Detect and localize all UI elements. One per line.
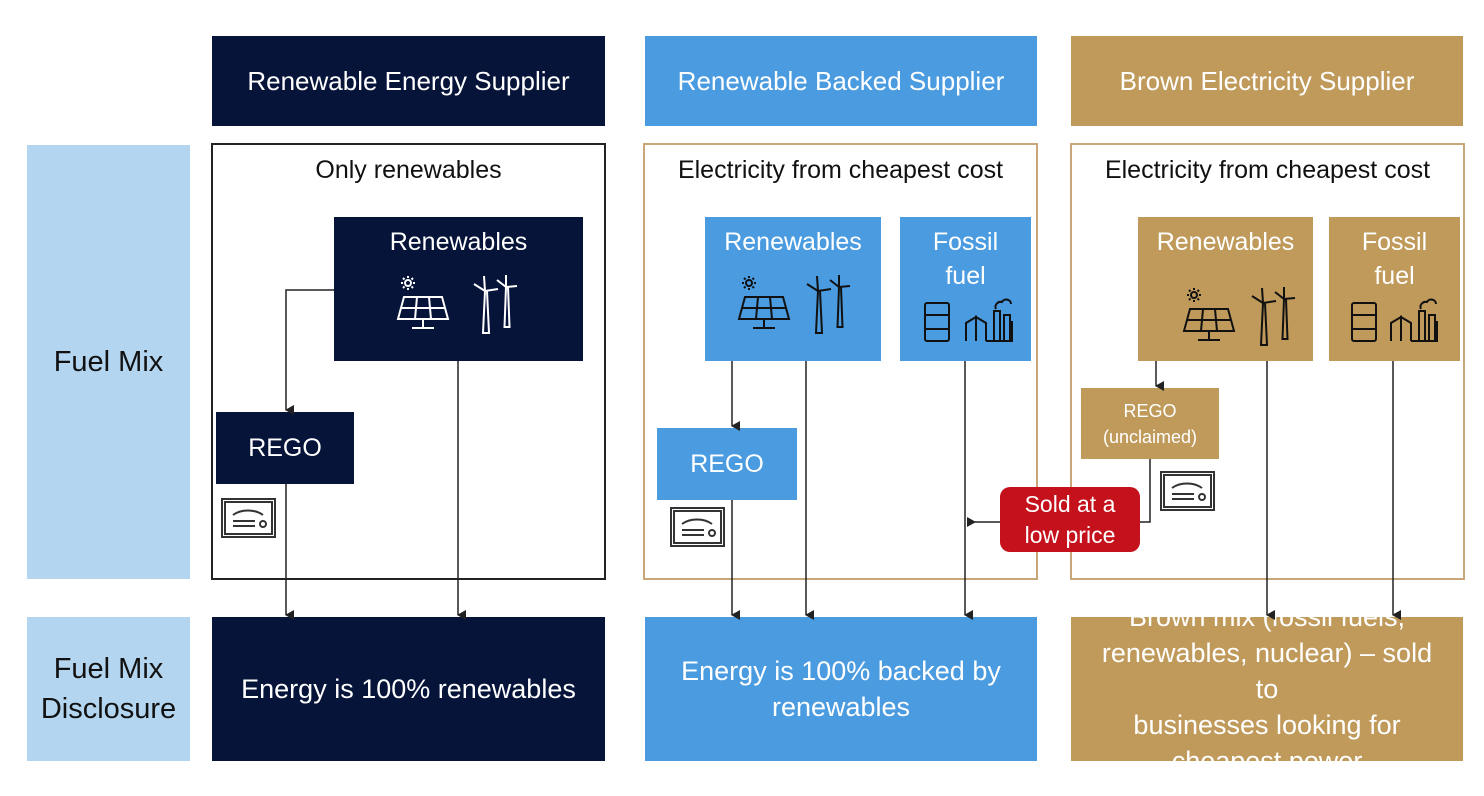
disclosure-line: businesses looking for xyxy=(1133,710,1401,740)
disclosure-box-col3: Brown mix (fossil fuels, renewables, nuc… xyxy=(1071,602,1463,776)
disclosure-line: Energy is 100% backed by xyxy=(681,656,1001,686)
header-brown-electricity-supplier: Brown Electricity Supplier xyxy=(1071,36,1463,126)
rego-label-line: (unclaimed) xyxy=(1102,426,1198,447)
solar-panel-icon xyxy=(1182,288,1236,341)
header-label: Brown Electricity Supplier xyxy=(1119,65,1415,96)
fuel-mix-frame-col1 xyxy=(211,143,606,580)
fossil-fuel-label: Fossil fuel xyxy=(900,225,1031,293)
renewables-label: Renewables xyxy=(389,228,528,256)
wind-turbine-icon xyxy=(806,275,851,334)
fossil-fuel-label-line: fuel xyxy=(1374,262,1415,290)
solar-panel-icon xyxy=(737,276,791,329)
certificate-icon xyxy=(1160,471,1215,511)
disclosure-line: renewables, nuclear) – sold to xyxy=(1101,638,1433,704)
certificate-icon xyxy=(221,498,276,538)
disclosure-box-col2: Energy is 100% backed by renewables xyxy=(645,617,1037,761)
fossil-fuel-box-col3: Fossil fuel xyxy=(1329,217,1460,361)
wind-turbine-icon xyxy=(1251,287,1296,346)
sold-at-low-price-badge: Sold at a low price xyxy=(1000,487,1140,552)
fossil-fuel-label-line: fuel xyxy=(945,262,986,290)
oil-barrel-icon xyxy=(924,302,950,342)
renewables-label: Renewables xyxy=(724,228,862,256)
renewables-box-col2: Renewables xyxy=(705,217,881,361)
renewables-box-col3: Renewables xyxy=(1138,217,1313,361)
fossil-fuel-label-line: Fossil xyxy=(932,228,999,256)
disclosure-line: cheapest power xyxy=(1171,746,1363,776)
frame-title-col3: Electricity from cheapest cost xyxy=(1104,155,1431,184)
factory-icon xyxy=(965,298,1013,342)
certificate-icon xyxy=(670,507,725,547)
disclosure-box-col1: Energy is 100% renewables xyxy=(212,617,605,761)
rego-unclaimed-box-col3: REGO (unclaimed) xyxy=(1081,388,1219,459)
frame-title-col2: Electricity from cheapest cost xyxy=(677,155,1004,184)
wind-turbine-icon xyxy=(473,275,518,334)
header-renewable-backed-supplier: Renewable Backed Supplier xyxy=(645,36,1037,126)
solar-panel-icon xyxy=(396,276,450,329)
oil-barrel-icon xyxy=(1351,302,1377,342)
header-label: Renewable Backed Supplier xyxy=(677,65,1005,96)
factory-icon xyxy=(1390,298,1438,342)
renewables-label: Renewables xyxy=(1156,228,1295,256)
header-label: Renewable Energy Supplier xyxy=(247,65,570,96)
sold-label-line: Sold at a xyxy=(1024,490,1116,517)
sold-label-line: low price xyxy=(1024,521,1116,548)
row-label-text: Fuel Mix xyxy=(53,346,164,378)
rego-box-col2: REGO xyxy=(657,428,797,500)
rego-box-col1: REGO xyxy=(216,412,354,484)
row-label-fuel-mix-disclosure: Fuel Mix Disclosure xyxy=(27,617,190,761)
disclosure-line: renewables xyxy=(771,692,911,722)
header-renewable-energy-supplier: Renewable Energy Supplier xyxy=(212,36,605,126)
row-label-fuel-mix: Fuel Mix xyxy=(27,145,190,579)
fossil-fuel-label-line: Fossil xyxy=(1361,228,1428,256)
arrow-renewables-to-rego-col1 xyxy=(285,289,334,415)
renewables-box-col1: Renewables xyxy=(334,217,583,361)
fossil-fuel-box-col2: Fossil fuel xyxy=(900,217,1031,361)
row-label-text: Fuel Mix xyxy=(53,653,164,685)
rego-label-line: REGO xyxy=(1123,400,1177,421)
fossil-fuel-label: Fossil fuel xyxy=(1329,225,1460,293)
frame-title-col1: Only renewables xyxy=(315,155,502,184)
row-label-text: Disclosure xyxy=(40,693,177,725)
